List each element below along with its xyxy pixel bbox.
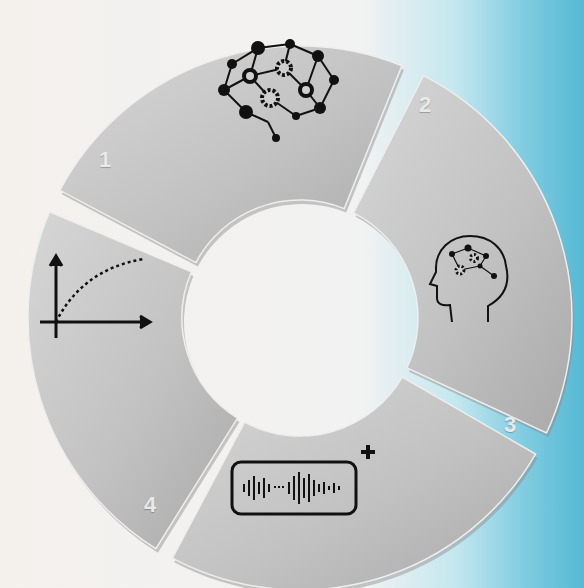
step-number: 2: [419, 92, 431, 118]
step-number: 3: [504, 412, 516, 438]
cycle-segment: 1: [55, 42, 406, 267]
segment-body: [28, 212, 237, 549]
cycle-segment: 3: [168, 373, 540, 588]
plus-symbol: [361, 445, 375, 459]
segment-outline: [349, 71, 576, 437]
cycle-segment: 4: [24, 207, 242, 553]
step-number: 4: [144, 492, 156, 518]
growth-chart-icon: [40, 256, 150, 338]
step-number: 1: [99, 147, 111, 173]
segment-body: [60, 46, 402, 263]
segment-outline: [168, 373, 540, 588]
segment-outline: [24, 207, 242, 553]
segment-body: [354, 76, 572, 433]
head-brain-icon: [430, 236, 507, 322]
segment-body: [172, 377, 535, 588]
neural-network-icon: [218, 39, 339, 142]
cycle-segment: 2: [349, 71, 576, 437]
audio-wave-icon: [232, 445, 375, 514]
